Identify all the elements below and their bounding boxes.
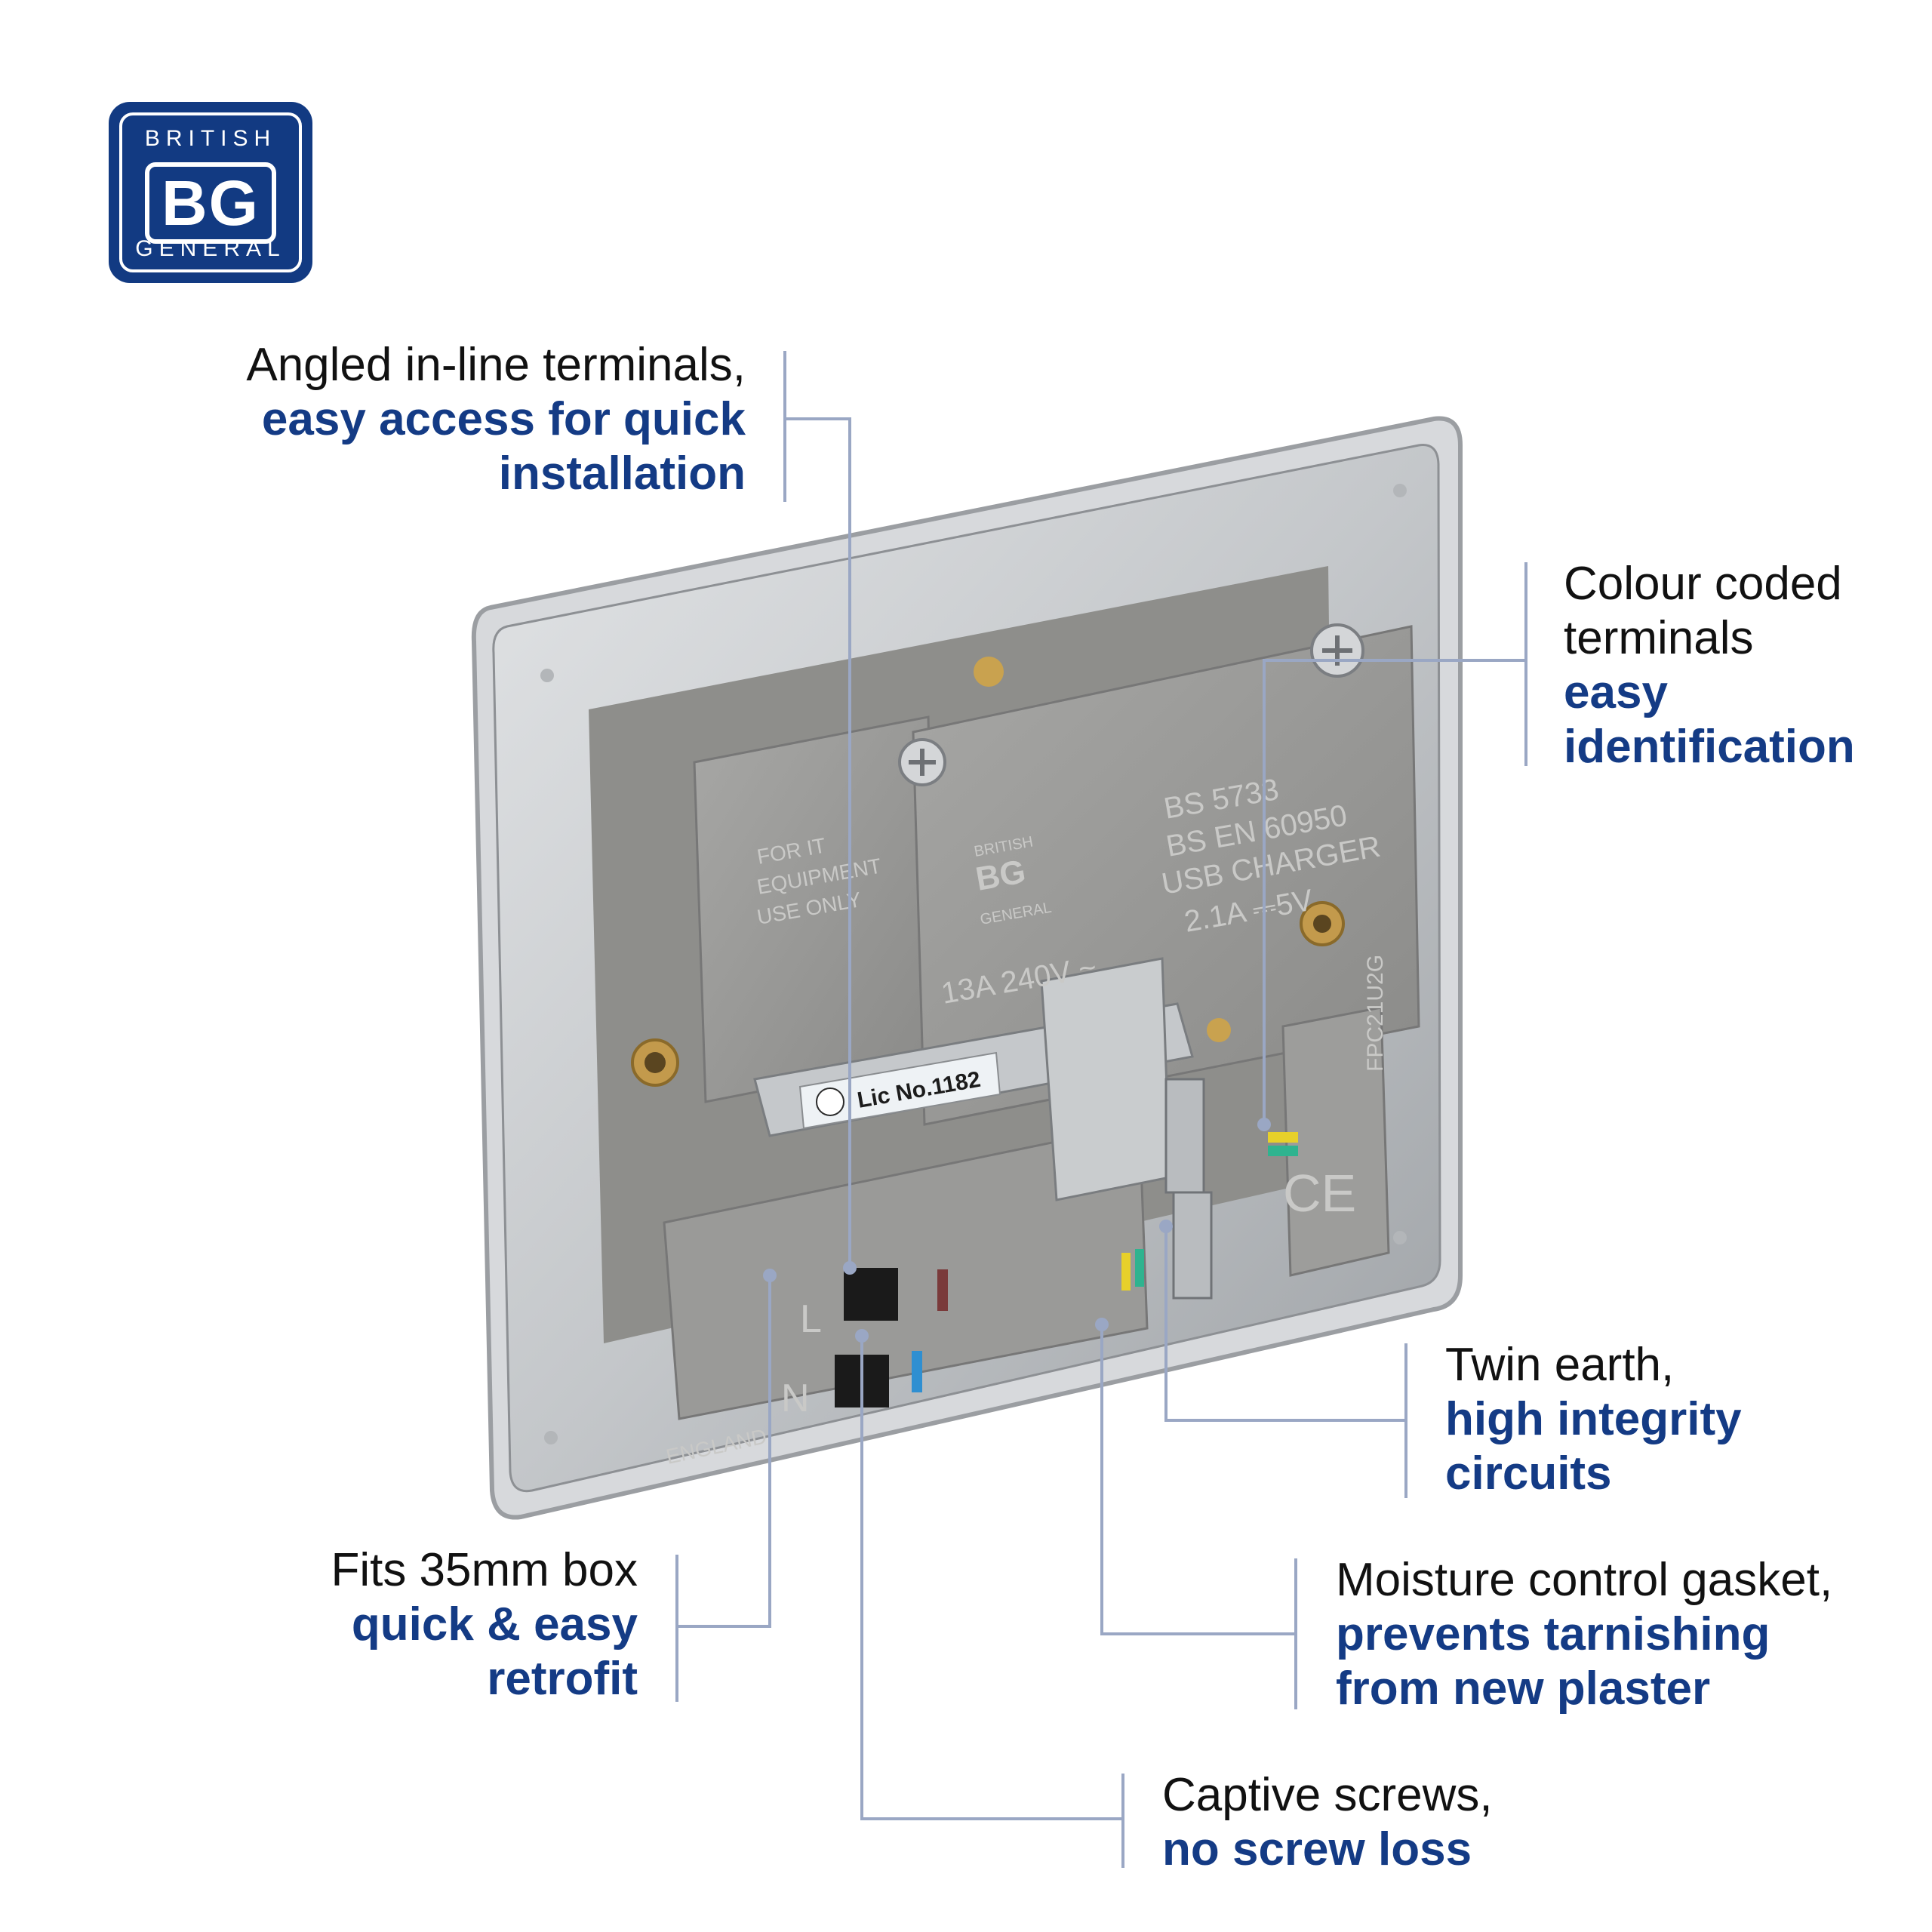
terminal-n-label: N	[781, 1377, 810, 1420]
logo-top-text: BRITISH	[144, 126, 277, 151]
callout-highlight: circuits	[1445, 1447, 1612, 1500]
logo-mark: BG	[145, 162, 276, 244]
callout-highlight: easy access for quick	[261, 393, 746, 445]
callout-highlight: identification	[1564, 721, 1855, 773]
callout-highlight: prevents tarnishing	[1336, 1608, 1770, 1660]
callout-highlight: quick & easy	[351, 1598, 638, 1651]
callout-highlight: no screw loss	[1162, 1823, 1472, 1875]
callout-highlight: easy	[1564, 666, 1668, 718]
callout-text: Fits 35mm box	[331, 1544, 638, 1596]
body-logo-mid: BG	[973, 853, 1029, 898]
socket-module	[589, 566, 1420, 1420]
callout-text: terminals	[1564, 612, 1754, 664]
terminal-l-label: L	[800, 1297, 822, 1341]
callout-text: Angled in-line terminals,	[246, 339, 746, 391]
callout-captive-screws: Captive screws, no screw loss	[1162, 1768, 1493, 1877]
callout-highlight: from new plaster	[1336, 1663, 1711, 1715]
callout-highlight: high integrity	[1445, 1393, 1742, 1445]
callout-angled-terminals: Angled in-line terminals, easy access fo…	[246, 338, 746, 501]
logo-frame: BRITISH BG GENERAL	[119, 112, 302, 272]
callout-text: Captive screws,	[1162, 1769, 1493, 1821]
callout-text: Moisture control gasket,	[1336, 1554, 1833, 1606]
callout-highlight: installation	[498, 448, 746, 500]
callout-fits-box: Fits 35mm box quick & easy retrofit	[331, 1543, 638, 1706]
logo-bottom-text: GENERAL	[135, 236, 286, 261]
brand-logo: BRITISH BG GENERAL	[109, 102, 312, 283]
leader-lines	[675, 351, 1527, 1868]
callout-colour-coded: Colour coded terminals easy identificati…	[1564, 557, 1855, 774]
callout-twin-earth: Twin earth, high integrity circuits	[1445, 1338, 1742, 1501]
ce-mark: CE	[1283, 1164, 1356, 1223]
callout-highlight: retrofit	[487, 1653, 638, 1705]
callout-text: Twin earth,	[1445, 1339, 1675, 1391]
callout-moisture-gasket: Moisture control gasket, prevents tarnis…	[1336, 1553, 1832, 1716]
leader-dots	[763, 1118, 1271, 1343]
product-code: FPC21U2G	[1363, 955, 1388, 1072]
callout-text: Colour coded	[1564, 558, 1842, 610]
